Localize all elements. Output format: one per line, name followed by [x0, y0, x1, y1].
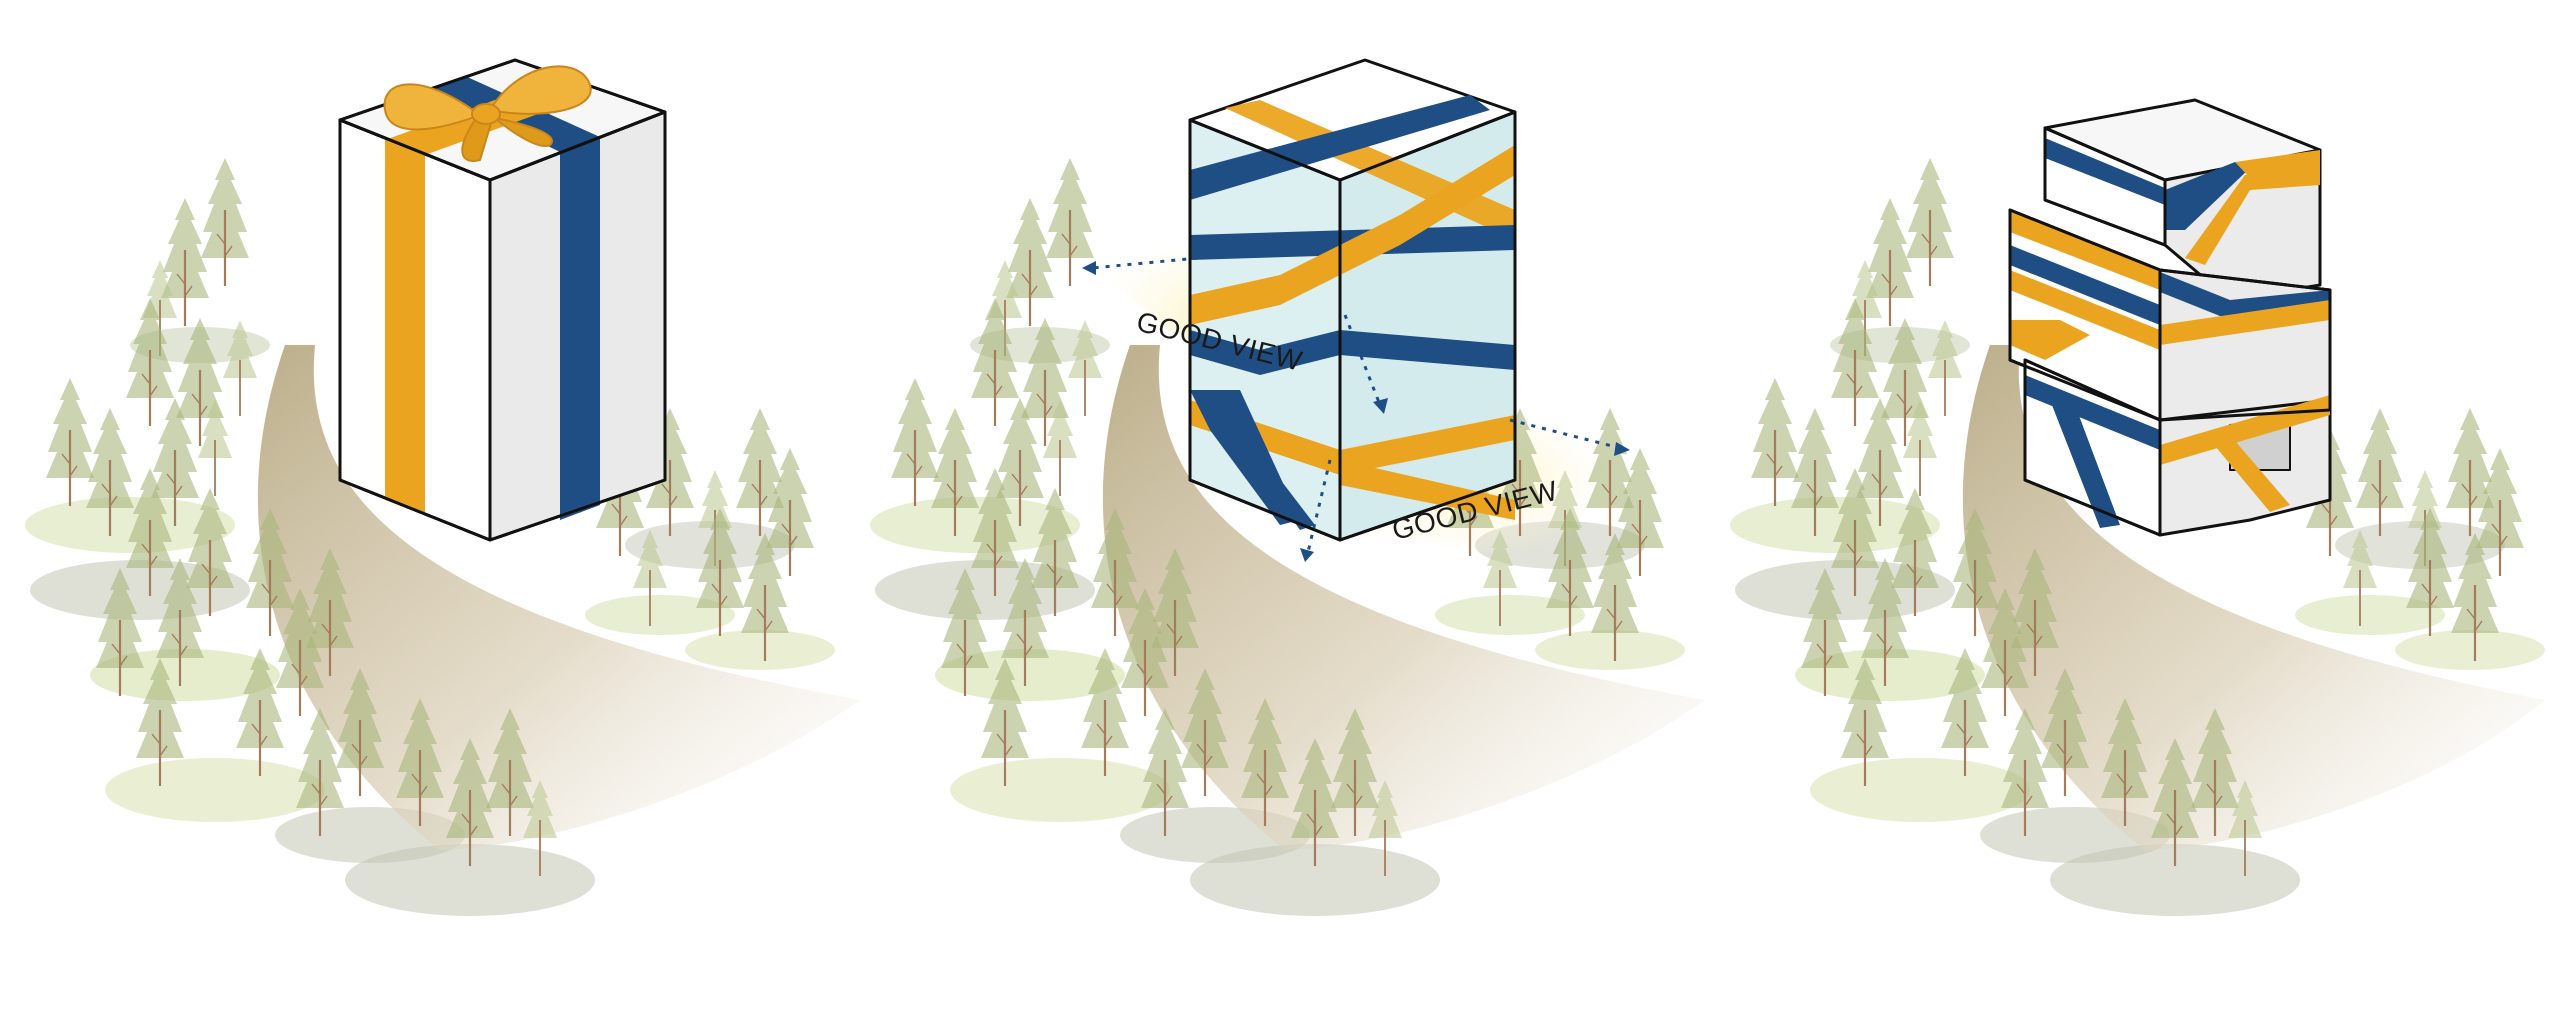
panel-glass-box: GOOD VIEW GOOD VIEW [870, 58, 1705, 916]
view-arrow-right [1509, 418, 1621, 450]
glass-box [1188, 58, 1517, 542]
panel-gift-box [25, 58, 860, 916]
curved-path [1962, 345, 2545, 850]
arrowheads [1082, 261, 1630, 562]
gift-box [338, 58, 667, 542]
bow [383, 65, 592, 162]
view-arrow-down [1343, 314, 1382, 406]
curved-path [257, 345, 860, 850]
wrapping-ribbons [2010, 138, 2330, 528]
crossing-ribbons [1190, 95, 1515, 530]
ribbon-blue [560, 137, 600, 520]
view-arrows [1091, 253, 1621, 553]
ribbon-gold [385, 140, 425, 515]
view-arrow-left [1091, 253, 1231, 270]
curved-path [1102, 345, 1705, 850]
ribbon-building [2008, 98, 2332, 537]
view-arrow-bottom [1306, 459, 1332, 553]
panel-ribbon-building [1730, 98, 2545, 916]
